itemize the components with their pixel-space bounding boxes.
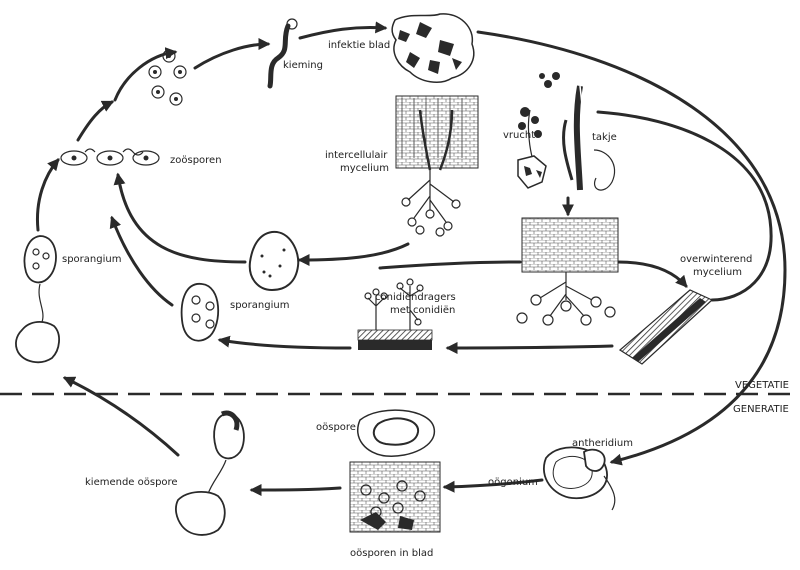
arrow-to-overwintering xyxy=(616,260,688,288)
germinating-oospore xyxy=(175,410,245,536)
label-generatie: GENERATIE xyxy=(733,404,789,415)
arrow-to-germination xyxy=(193,38,271,70)
cycle-arrows xyxy=(35,21,787,496)
antheridium-oogonium xyxy=(543,446,616,511)
arrow-small-sporangium-up xyxy=(109,215,174,307)
oospore xyxy=(357,409,435,457)
fruit-cross-section xyxy=(516,196,619,326)
label-kieming: kieming xyxy=(283,60,323,71)
arrow-to-kiemende xyxy=(249,483,342,496)
infected-leaf xyxy=(391,13,475,84)
vine-twig xyxy=(562,85,616,201)
arrow-left-up-2 xyxy=(76,100,115,142)
grape-cluster xyxy=(517,72,560,189)
label-intercellulair: intercellulair xyxy=(325,150,388,161)
arrow-to-conidiophores xyxy=(445,341,614,354)
arrow-inner-arc xyxy=(596,110,773,302)
arrow-to-infected-leaf xyxy=(298,21,388,40)
sporangium-center xyxy=(248,230,300,292)
label-vegetatie: VEGETATIE xyxy=(735,380,789,391)
arrow-to-oospores-leaf xyxy=(442,478,544,493)
sporangium-with-zoospores xyxy=(180,283,220,342)
label-sporangium-center: sporangium xyxy=(230,300,289,311)
label-vrucht: vrucht xyxy=(503,130,535,141)
label-overwinterend: overwinterend xyxy=(680,254,752,265)
label-overwinterend-mycelium: mycelium xyxy=(693,267,742,278)
labels: kieming infektie blad vrucht takje zoösp… xyxy=(62,40,789,559)
label-oogonium: oögonium xyxy=(488,477,538,488)
label-oosporen-in-blad: oösporen in blad xyxy=(350,548,433,559)
label-kiemende-oospore: kiemende oöspore xyxy=(85,477,178,488)
arrow-outer-arc xyxy=(476,30,787,466)
label-met-conidien: met conidiën xyxy=(390,305,455,316)
label-infektie-blad: infektie blad xyxy=(328,40,390,51)
germinating-zoospore xyxy=(267,18,298,89)
arrow-inner-left xyxy=(378,260,522,270)
arrow-to-small-sporangium xyxy=(217,335,352,350)
label-oospore: oöspore xyxy=(316,422,356,433)
conidiophores xyxy=(357,278,433,350)
label-sporangium-left: sporangium xyxy=(62,254,121,265)
germinating-sporangium-left xyxy=(15,235,60,364)
label-takje: takje xyxy=(592,132,617,143)
arrow-to-sporangium-center xyxy=(297,242,410,266)
label-intercellulair-mycelium: mycelium xyxy=(340,163,389,174)
arrow-left-up xyxy=(35,158,60,232)
arrow-to-zoospores-left xyxy=(113,172,247,264)
arrow-to-germinating xyxy=(62,376,180,457)
oospores-leaf-section xyxy=(349,461,441,533)
arrow-to-zoospores xyxy=(113,47,178,102)
encysted-zoospores xyxy=(148,49,187,106)
label-antheridium: antheridium xyxy=(572,438,633,449)
label-zoosporen: zoösporen xyxy=(170,155,222,166)
zoospores-row xyxy=(60,148,160,166)
label-conidiendragers: conidiëndragers xyxy=(375,292,456,303)
leaf-section-mycelium xyxy=(395,95,479,237)
overwintering-mycelium xyxy=(618,289,714,365)
